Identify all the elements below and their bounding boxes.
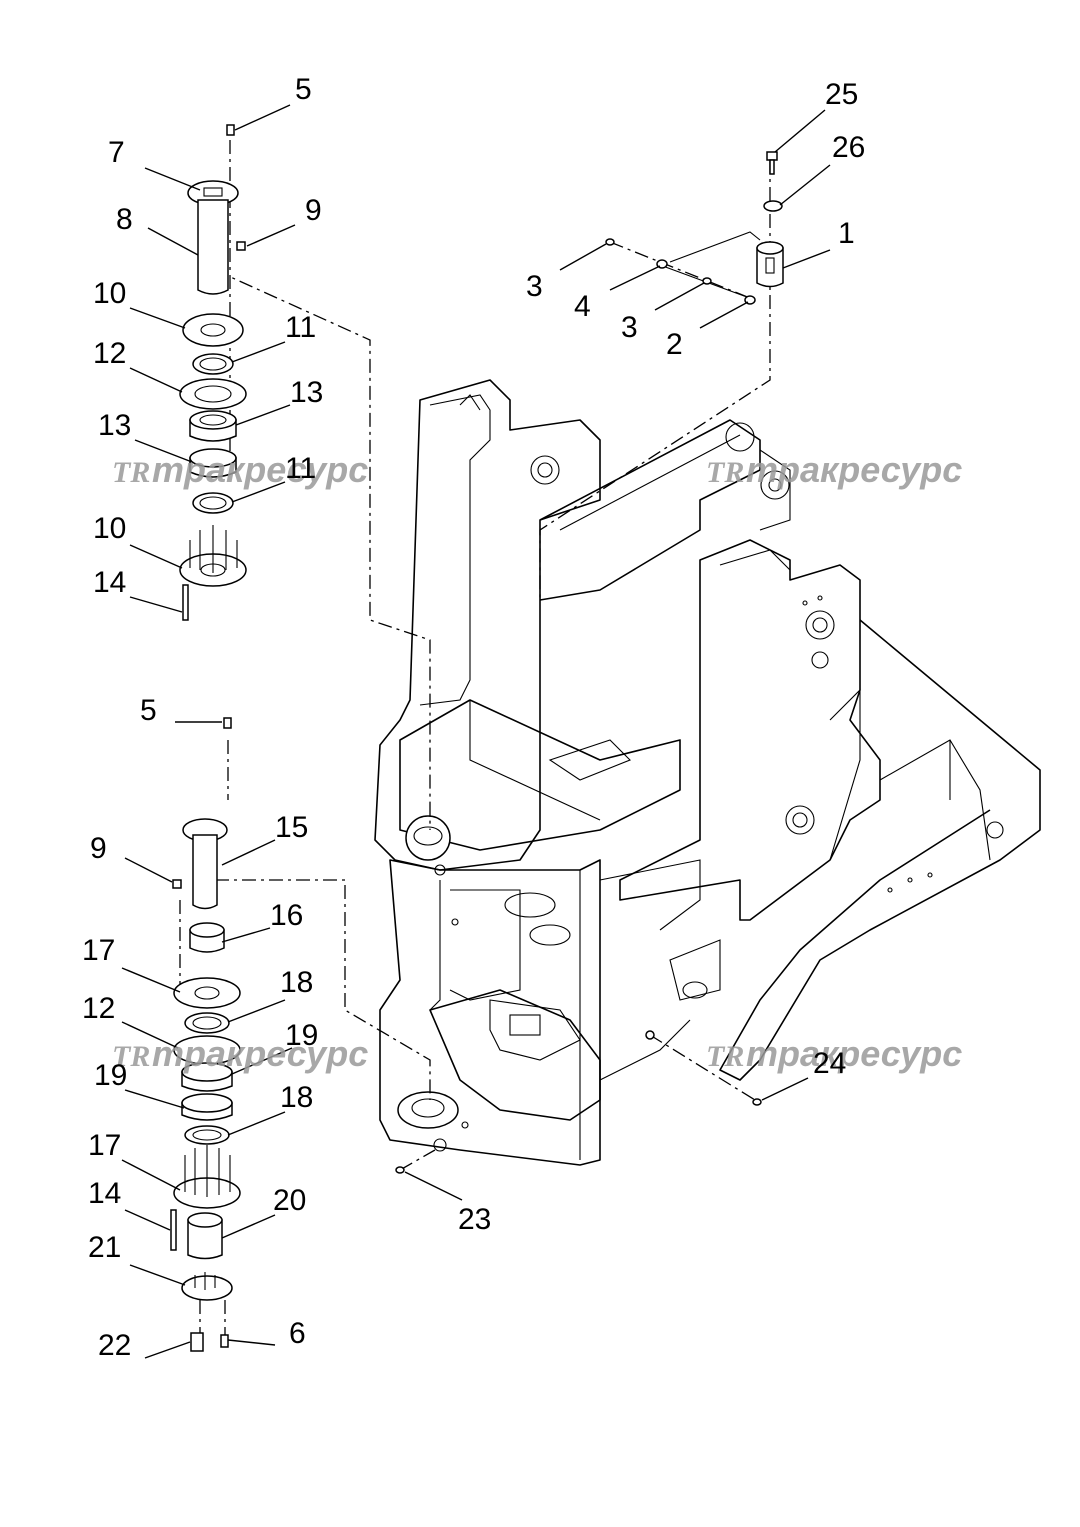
callout-22: 22 (98, 1329, 131, 1362)
callout-13: 13 (98, 409, 131, 442)
callout-labels: 5 7 8 9 10 11 12 13 13 11 10 14 25 26 1 … (82, 73, 865, 1362)
leader-lines (121, 104, 831, 1359)
callout-3: 3 (526, 270, 543, 303)
callout-19: 19 (94, 1059, 127, 1092)
callout-12: 12 (93, 337, 126, 370)
watermark-text: тракресурс (152, 1033, 368, 1074)
callout-6: 6 (289, 1317, 306, 1350)
watermark-text: тракресурс (746, 1033, 962, 1074)
callout-25: 25 (825, 78, 858, 111)
callout-17: 17 (88, 1129, 121, 1162)
callout-5: 5 (295, 73, 312, 106)
callout-8: 8 (116, 203, 133, 236)
watermark-logo: TR (706, 456, 744, 489)
callout-14: 14 (88, 1177, 121, 1210)
upper-pivot-parts (179, 124, 247, 621)
callout-7: 7 (108, 136, 125, 169)
callout-10: 10 (93, 512, 126, 545)
callout-1: 1 (838, 217, 855, 250)
callout-16: 16 (270, 899, 303, 932)
loader-front-frame (374, 379, 1041, 1166)
callout-18: 18 (280, 966, 313, 999)
watermark-logo: TR (706, 1040, 744, 1073)
callout-2: 2 (666, 328, 683, 361)
callout-24: 24 (813, 1047, 846, 1080)
watermark-text: тракресурс (746, 449, 962, 490)
assembly-axes (179, 140, 771, 1335)
watermark-upper-left: TR тракресурс (112, 449, 368, 490)
watermark-logo: TR (112, 1040, 150, 1073)
callout-15: 15 (275, 811, 308, 844)
callout-11: 11 (285, 452, 316, 485)
callout-18: 18 (280, 1081, 313, 1114)
watermark-logo: TR (112, 456, 150, 489)
watermark-upper-right: TR тракресурс (706, 449, 962, 490)
callout-4: 4 (574, 290, 591, 323)
callout-13: 13 (290, 376, 323, 409)
lube-line-parts (395, 151, 784, 1174)
callout-11: 11 (285, 311, 316, 344)
watermark-text: тракресурс (152, 449, 368, 490)
callout-12: 12 (82, 992, 115, 1025)
callout-26: 26 (832, 131, 865, 164)
watermark-lower-left: TR тракресурс (112, 1033, 368, 1074)
callout-20: 20 (273, 1184, 306, 1217)
callout-10: 10 (93, 277, 126, 310)
callout-19: 19 (285, 1019, 318, 1052)
lower-pivot-parts (170, 717, 241, 1352)
callout-21: 21 (88, 1231, 121, 1264)
callout-3: 3 (621, 311, 638, 344)
callout-14: 14 (93, 566, 126, 599)
callout-5: 5 (140, 694, 157, 727)
callout-23: 23 (458, 1203, 491, 1236)
callout-9: 9 (90, 832, 107, 865)
callout-9: 9 (305, 194, 322, 227)
callout-17: 17 (82, 934, 115, 967)
watermark-lower-right: TR тракресурс (706, 1033, 962, 1074)
